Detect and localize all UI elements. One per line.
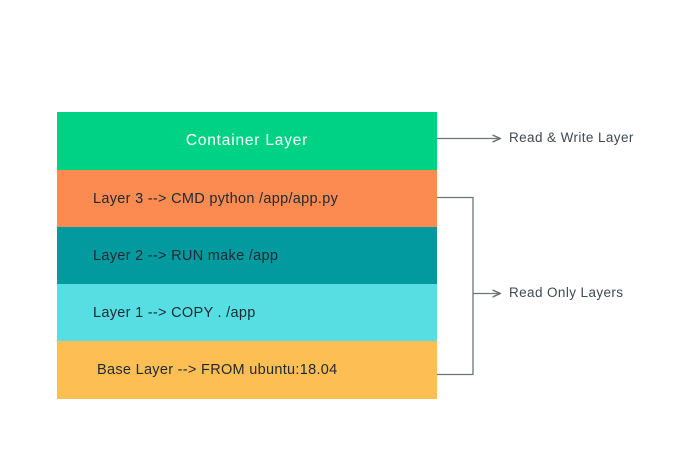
layer-band-layer-3[interactable]: Layer 3 --> CMD python /app/app.py	[57, 170, 437, 227]
layer-band-layer-1[interactable]: Layer 1 --> COPY . /app	[57, 284, 437, 341]
layer-label-container-layer: Container Layer	[185, 132, 309, 149]
docker-image-layer-stack: Container Layer Layer 3 --> CMD python /…	[57, 112, 437, 399]
layer-band-base-layer[interactable]: Base Layer --> FROM ubuntu:18.04	[57, 341, 437, 399]
annotation-label-read-write: Read & Write Layer	[509, 130, 634, 145]
layer-band-layer-2[interactable]: Layer 2 --> RUN make /app	[57, 227, 437, 284]
layer-label-layer-3: Layer 3 --> CMD python /app/app.py	[93, 190, 339, 207]
layer-band-container-layer[interactable]: Container Layer	[57, 112, 437, 170]
layer-label-layer-1: Layer 1 --> COPY . /app	[93, 304, 256, 321]
annotation-label-read-only: Read Only Layers	[509, 285, 624, 300]
layer-label-layer-2: Layer 2 --> RUN make /app	[93, 247, 279, 264]
read-only-bracket	[437, 196, 474, 376]
layer-label-base-layer: Base Layer --> FROM ubuntu:18.04	[97, 362, 338, 378]
